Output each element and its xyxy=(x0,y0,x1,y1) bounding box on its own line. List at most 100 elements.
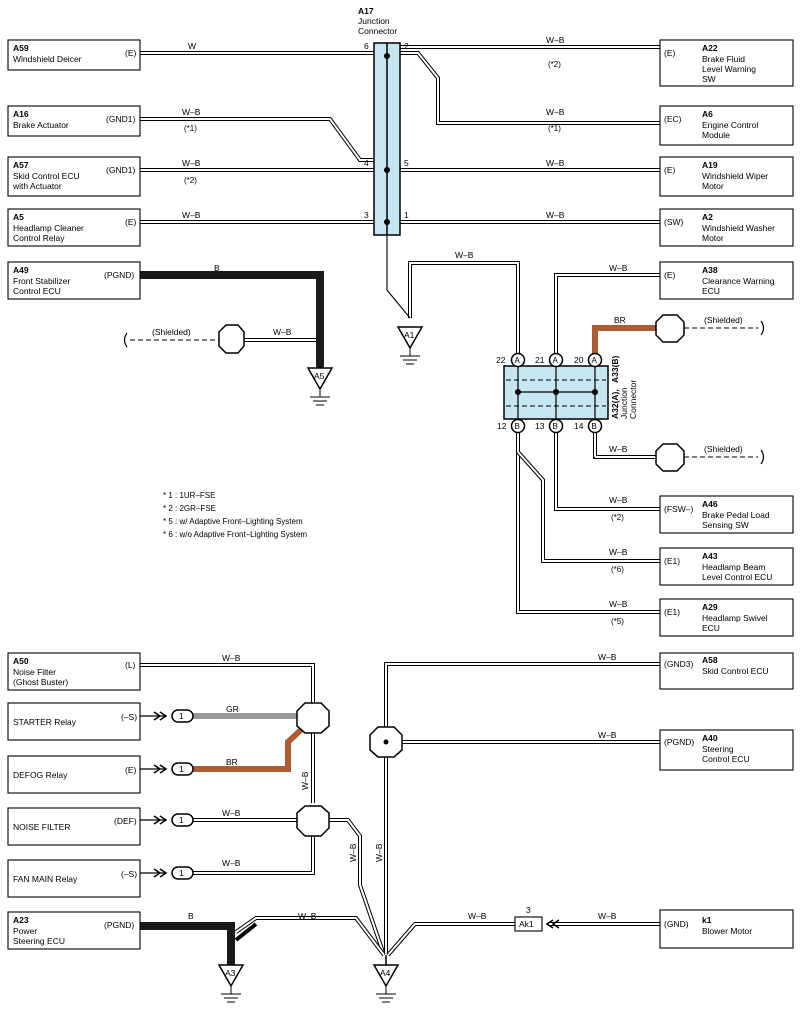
svg-text:STARTER Relay: STARTER Relay xyxy=(13,717,77,727)
component-a6: (EC) A6 Engine Control Module xyxy=(659,105,794,146)
component-starter-relay: STARTER Relay (–S) xyxy=(7,702,141,741)
svg-text:(DEF): (DEF) xyxy=(114,816,137,826)
svg-text:(E): (E) xyxy=(664,48,676,58)
component-a38: (E) A38 Clearance Warning ECU xyxy=(659,261,794,300)
svg-text:Skid Control ECU: Skid Control ECU xyxy=(702,666,769,676)
wires xyxy=(140,45,660,957)
component-a29: (E1) A29 Headlamp Swivel ECU xyxy=(659,598,794,637)
pin-22: 22 xyxy=(496,355,506,365)
svg-text:BR: BR xyxy=(614,315,626,325)
svg-text:Control ECU: Control ECU xyxy=(13,286,61,296)
svg-text:Blower Motor: Blower Motor xyxy=(702,926,752,936)
svg-text:FAN MAIN Relay: FAN MAIN Relay xyxy=(13,874,78,884)
pin-a-21: A xyxy=(553,356,559,365)
svg-text:W–B: W–B xyxy=(609,444,628,454)
svg-text:Brake Pedal Load: Brake Pedal Load xyxy=(702,510,770,520)
svg-text:Front Stabilizer: Front Stabilizer xyxy=(13,276,70,286)
svg-text:Module: Module xyxy=(702,130,730,140)
junction-connector-a17: A17 Junction Connector 6 2 4 5 3 1 xyxy=(358,6,411,319)
svg-text:(E1): (E1) xyxy=(664,556,680,566)
svg-text:W: W xyxy=(188,41,196,51)
svg-text:Headlamp Swivel: Headlamp Swivel xyxy=(702,613,768,623)
shielded-label-3: (Shielded) xyxy=(704,444,743,454)
a17-pin-4: 4 xyxy=(364,158,369,168)
svg-text:Headlamp Cleaner: Headlamp Cleaner xyxy=(13,223,84,233)
svg-text:(*5): (*5) xyxy=(611,617,624,626)
a17-name-1: Junction xyxy=(358,16,390,26)
svg-text:A50: A50 xyxy=(13,656,29,666)
svg-text:A16: A16 xyxy=(13,109,29,119)
pin-20: 20 xyxy=(574,355,584,365)
svg-text:W–B: W–B xyxy=(273,327,292,337)
component-a43: (E1) A43 Headlamp Beam Level Control ECU xyxy=(659,547,794,586)
svg-text:Windshield Deicer: Windshield Deicer xyxy=(13,54,82,64)
svg-text:A2: A2 xyxy=(702,212,713,222)
svg-text:W–B: W–B xyxy=(298,911,317,921)
svg-text:(SW): (SW) xyxy=(664,217,684,227)
svg-text:W–B: W–B xyxy=(182,210,201,220)
pin-a-20: A xyxy=(592,356,598,365)
svg-text:W–B: W–B xyxy=(598,652,617,662)
component-a59: A59 Windshield Deicer (E) xyxy=(7,39,141,71)
pin-b-14: B xyxy=(592,422,597,431)
pin-21: 21 xyxy=(535,355,545,365)
svg-text:A59: A59 xyxy=(13,43,29,53)
svg-text:A6: A6 xyxy=(702,109,713,119)
ground-a5: A5 xyxy=(306,367,334,406)
component-a16: A16 Brake Actuator (GND1) xyxy=(7,105,141,137)
svg-text:W–B: W–B xyxy=(182,107,201,117)
svg-text:BR: BR xyxy=(226,757,238,767)
svg-text:Windshield Washer: Windshield Washer xyxy=(702,223,775,233)
pin-b-13: B xyxy=(553,422,558,431)
svg-text:(*1): (*1) xyxy=(184,124,197,133)
svg-text:W–B: W–B xyxy=(468,911,487,921)
svg-text:W–B: W–B xyxy=(546,158,565,168)
svg-text:DEFOG Relay: DEFOG Relay xyxy=(13,770,68,780)
component-a22: (E) A22 Brake Fluid Level Warning SW xyxy=(659,39,794,87)
svg-text:(E): (E) xyxy=(125,48,137,58)
svg-text:(–S): (–S) xyxy=(121,869,137,879)
a17-pin-6: 6 xyxy=(364,41,369,51)
a32-name-2: Connector xyxy=(628,380,638,419)
svg-text:(E): (E) xyxy=(664,270,676,280)
wire-br-defog xyxy=(193,723,308,772)
svg-text:k1: k1 xyxy=(702,915,712,925)
svg-text:W–B: W–B xyxy=(222,808,241,818)
inline-pin-fan: 1 xyxy=(179,868,184,878)
svg-text:(*2): (*2) xyxy=(611,513,624,522)
ground-a3: A3 xyxy=(217,964,245,1003)
pin-12: 12 xyxy=(497,421,507,431)
legend-6: * 6 : w/o Adaptive Front–Lighting System xyxy=(163,530,307,539)
a33-code: A33(B) xyxy=(610,355,620,383)
svg-text:(*1): (*1) xyxy=(548,124,561,133)
legend-2: * 2 : 2GR–FSE xyxy=(163,504,216,513)
inline-pin-defog: 1 xyxy=(179,764,184,774)
a17-pin-3: 3 xyxy=(364,210,369,220)
svg-text:(PGND): (PGND) xyxy=(104,270,134,280)
component-a2: (SW) A2 Windshield Washer Motor xyxy=(659,208,794,247)
component-defog-relay: DEFOG Relay (E) xyxy=(7,755,141,794)
pin-14: 14 xyxy=(574,421,584,431)
component-a50: A50 Noise Filter (Ghost Buster) (L) xyxy=(7,652,141,691)
shielded-label-1: (Shielded) xyxy=(152,327,191,337)
inline-pin-starter: 1 xyxy=(179,711,184,721)
svg-text:Control ECU: Control ECU xyxy=(702,754,750,764)
svg-text:Brake Fluid: Brake Fluid xyxy=(702,54,745,64)
svg-text:Power: Power xyxy=(13,926,37,936)
svg-text:W–B: W–B xyxy=(598,911,617,921)
component-k1: (GND) k1 Blower Motor xyxy=(659,909,794,949)
svg-text:with Actuator: with Actuator xyxy=(12,181,62,191)
svg-text:(*6): (*6) xyxy=(611,565,624,574)
svg-text:Brake Actuator: Brake Actuator xyxy=(13,120,69,130)
component-a5: A5 Headlamp Cleaner Control Relay (E) xyxy=(7,208,141,247)
svg-text:W–B: W–B xyxy=(374,843,384,862)
pin-a-22: A xyxy=(515,356,521,365)
svg-text:(*2): (*2) xyxy=(548,60,561,69)
svg-text:Noise Filter: Noise Filter xyxy=(13,667,56,677)
svg-text:(E): (E) xyxy=(664,165,676,175)
svg-text:W–B: W–B xyxy=(609,495,628,505)
svg-text:Sensing SW: Sensing SW xyxy=(702,520,749,530)
svg-text:W–B: W–B xyxy=(609,263,628,273)
svg-text:(GND3): (GND3) xyxy=(664,659,693,669)
